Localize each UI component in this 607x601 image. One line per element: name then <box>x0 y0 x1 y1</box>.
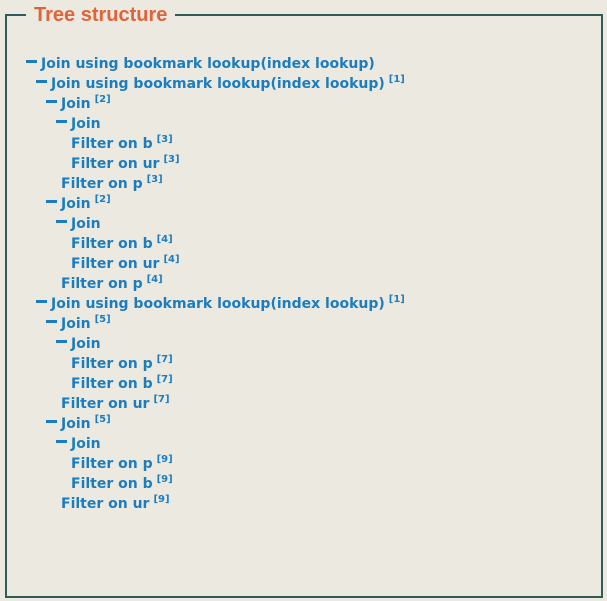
tree-node-reference: [5] <box>94 414 111 425</box>
tree-node[interactable]: Filter on b[9] <box>0 474 405 494</box>
tree-node-reference: [7] <box>153 394 170 405</box>
tree-node-reference: [7] <box>156 354 173 365</box>
tree-node-label[interactable]: Filter on b <box>71 476 153 492</box>
tree-node[interactable]: Join using bookmark lookup(index lookup)… <box>0 74 405 94</box>
tree-node[interactable]: Filter on ur[3] <box>0 154 405 174</box>
tree-node-reference: [2] <box>94 94 111 105</box>
tree-node[interactable]: Filter on p[7] <box>0 354 405 374</box>
tree-node[interactable]: Filter on p[3] <box>0 174 405 194</box>
tree-node[interactable]: Join <box>0 334 405 354</box>
tree-node-reference: [9] <box>153 494 170 505</box>
tree-node-label[interactable]: Join using bookmark lookup(index lookup) <box>51 76 385 92</box>
collapse-icon[interactable] <box>46 419 57 423</box>
tree-node-label[interactable]: Join <box>61 316 91 332</box>
tree-node-reference: [7] <box>156 374 173 385</box>
tree-node-label[interactable]: Join <box>71 336 101 352</box>
collapse-icon[interactable] <box>36 299 47 303</box>
tree-node[interactable]: Filter on ur[4] <box>0 254 405 274</box>
tree-node-label[interactable]: Filter on p <box>71 456 153 472</box>
tree-node-reference: [4] <box>146 274 163 285</box>
tree-node[interactable]: Filter on b[3] <box>0 134 405 154</box>
tree-node[interactable]: Join <box>0 114 405 134</box>
tree-node[interactable]: Join[2] <box>0 194 405 214</box>
tree-node-reference: [3] <box>163 154 180 165</box>
tree-node-reference: [9] <box>156 454 173 465</box>
tree-node[interactable]: Filter on b[4] <box>0 234 405 254</box>
tree-node-reference: [9] <box>156 474 173 485</box>
tree-node-label[interactable]: Join <box>61 196 91 212</box>
tree-node-label[interactable]: Filter on p <box>61 176 143 192</box>
tree-node-reference: [5] <box>94 314 111 325</box>
tree-node-label[interactable]: Filter on b <box>71 376 153 392</box>
tree-node[interactable]: Join <box>0 434 405 454</box>
tree-node-label[interactable]: Filter on ur <box>71 256 160 272</box>
tree-node-label[interactable]: Join using bookmark lookup(index lookup) <box>41 56 375 72</box>
tree-node-label[interactable]: Filter on p <box>61 276 143 292</box>
tree-node-reference: [1] <box>388 294 405 305</box>
tree-node-label[interactable]: Filter on ur <box>61 496 150 512</box>
tree-node-label[interactable]: Filter on b <box>71 236 153 252</box>
tree-node-label[interactable]: Join <box>71 216 101 232</box>
tree-node[interactable]: Join <box>0 214 405 234</box>
tree-node[interactable]: Join[2] <box>0 94 405 114</box>
tree-node-label[interactable]: Filter on ur <box>71 156 160 172</box>
collapse-icon[interactable] <box>46 199 57 203</box>
tree-node[interactable]: Join using bookmark lookup(index lookup) <box>0 54 405 74</box>
tree-node-reference: [3] <box>146 174 163 185</box>
collapse-icon[interactable] <box>56 339 67 343</box>
collapse-icon[interactable] <box>56 219 67 223</box>
tree-node[interactable]: Filter on b[7] <box>0 374 405 394</box>
tree-node-label[interactable]: Filter on ur <box>61 396 150 412</box>
tree-node[interactable]: Join[5] <box>0 314 405 334</box>
tree-node-reference: [2] <box>94 194 111 205</box>
tree-node-label[interactable]: Join using bookmark lookup(index lookup) <box>51 296 385 312</box>
collapse-icon[interactable] <box>36 79 47 83</box>
tree-node-label[interactable]: Join <box>61 96 91 112</box>
tree-node-label[interactable]: Filter on p <box>71 356 153 372</box>
tree-node-label[interactable]: Filter on b <box>71 136 153 152</box>
tree-node-label[interactable]: Join <box>71 116 101 132</box>
tree-structure-panel <box>5 14 603 598</box>
tree-node-reference: [4] <box>156 234 173 245</box>
tree-node[interactable]: Filter on ur[9] <box>0 494 405 514</box>
tree-node-label[interactable]: Join <box>71 436 101 452</box>
collapse-icon[interactable] <box>56 119 67 123</box>
tree-node[interactable]: Join[5] <box>0 414 405 434</box>
tree-node-label[interactable]: Join <box>61 416 91 432</box>
tree-node[interactable]: Filter on ur[7] <box>0 394 405 414</box>
collapse-icon[interactable] <box>46 319 57 323</box>
tree-node-reference: [3] <box>156 134 173 145</box>
tree-node[interactable]: Filter on p[4] <box>0 274 405 294</box>
panel-title: Tree structure <box>26 3 176 27</box>
tree-node-reference: [4] <box>163 254 180 265</box>
tree-node[interactable]: Filter on p[9] <box>0 454 405 474</box>
tree-view: Join using bookmark lookup(index lookup)… <box>0 54 405 514</box>
collapse-icon[interactable] <box>46 99 57 103</box>
collapse-icon[interactable] <box>26 59 37 63</box>
tree-node[interactable]: Join using bookmark lookup(index lookup)… <box>0 294 405 314</box>
collapse-icon[interactable] <box>56 439 67 443</box>
tree-node-reference: [1] <box>388 74 405 85</box>
